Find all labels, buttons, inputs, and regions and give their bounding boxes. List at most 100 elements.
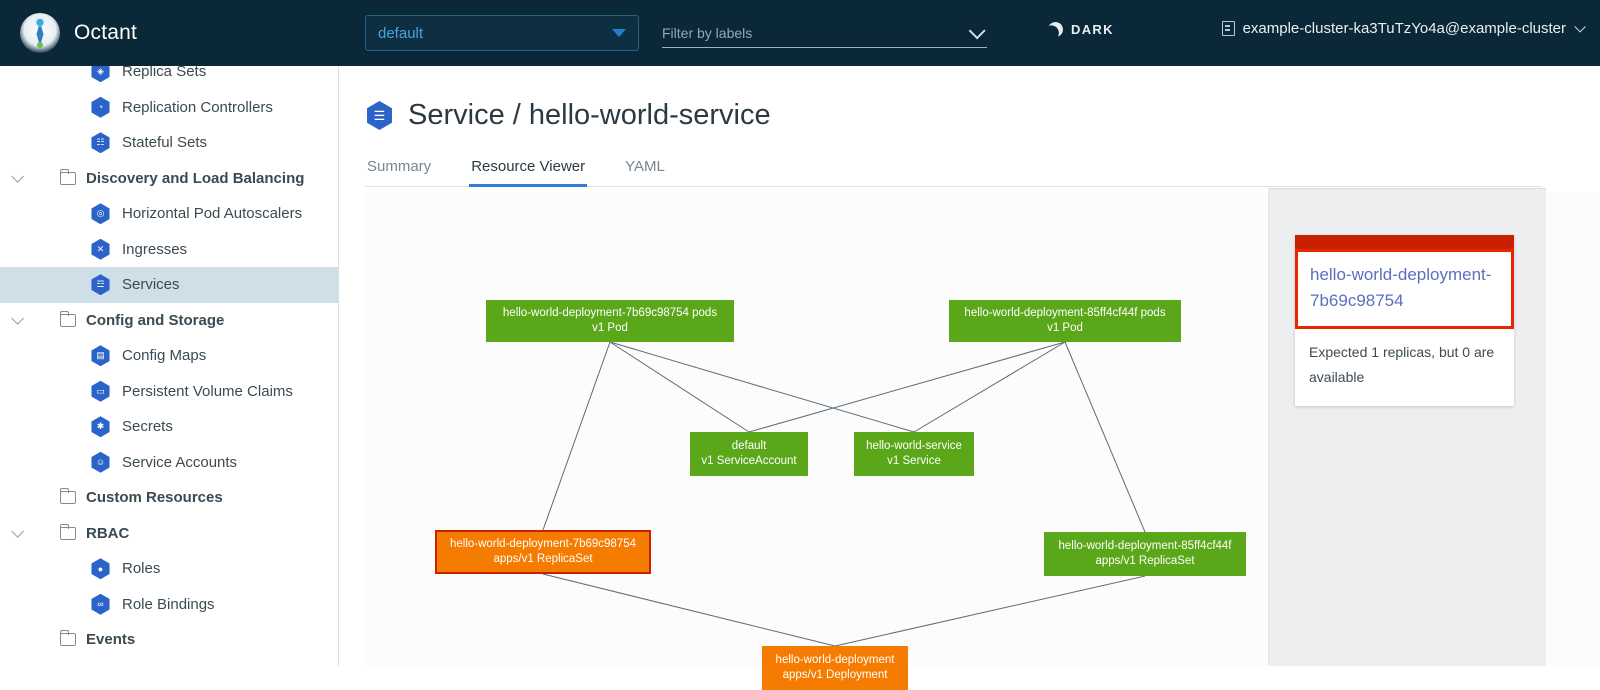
sidebar-item-stateful-sets[interactable]: ☷ Stateful Sets: [0, 125, 338, 161]
sidebar-item-label: RBAC: [86, 524, 130, 542]
graph-node-kind: v1 Pod: [1047, 322, 1083, 334]
sidebar-item-label: Stateful Sets: [122, 134, 208, 152]
folder-icon: [59, 310, 76, 327]
cluster-select[interactable]: example-cluster-ka3TuTzYo4a@example-clus…: [1221, 20, 1586, 37]
theme-toggle[interactable]: DARK: [1048, 22, 1114, 37]
graph-edge: [834, 575, 1146, 647]
sidebar-item-label: Events: [86, 631, 136, 649]
namespace-select[interactable]: default: [365, 15, 639, 51]
sidebar-item-label: Ingresses: [122, 240, 188, 258]
graph-node-kind: apps/v1 Deployment: [782, 669, 888, 681]
graph-node-pod-85ff[interactable]: hello-world-deployment-85ff4cf44f pods v1…: [949, 300, 1181, 342]
sidebar-item-ingresses[interactable]: ✕Ingresses: [0, 232, 338, 268]
k8s-replicaset-icon: ◈: [91, 66, 110, 83]
k8s-service-icon: ☲: [91, 274, 110, 296]
sidebar-item-replication-controllers[interactable]: ◔ Replication Controllers: [0, 90, 338, 126]
sidebar-item-roles[interactable]: ● Roles: [0, 551, 338, 587]
detail-resource-link[interactable]: hello-world-deployment-7b69c98754: [1310, 265, 1492, 310]
sidebar-item-label: Replication Controllers: [122, 98, 273, 116]
graph-edge: [542, 341, 611, 531]
namespace-value: default: [378, 24, 424, 42]
detail-side-panel: hello-world-deployment-7b69c98754 Expect…: [1268, 188, 1546, 666]
k8s-serviceaccount-icon: ☺: [91, 451, 110, 473]
sidebar-item-label: Service Accounts: [122, 453, 238, 471]
sidebar-item-label: Custom Resources: [86, 489, 223, 507]
sidebar-item-events[interactable]: Events: [0, 622, 338, 658]
graph-node-kind: apps/v1 ReplicaSet: [1095, 555, 1195, 567]
k8s-role-icon: ●: [91, 558, 110, 580]
graph-node-rs-7b69[interactable]: hello-world-deployment-7b69c98754 apps/v1…: [435, 530, 651, 574]
folder-icon: [59, 523, 76, 540]
k8s-service-icon: ☰: [367, 101, 392, 130]
chevron-down-icon: [1574, 20, 1586, 33]
brand[interactable]: Octant: [20, 13, 320, 53]
sidebar-item-custom-resources[interactable]: Custom Resources: [0, 480, 338, 516]
graph-node-name: default: [731, 440, 767, 452]
folder-icon: [59, 488, 76, 505]
sidebar-item-services[interactable]: ☲ Services: [0, 267, 338, 303]
sidebar-item-label: Replica Sets: [122, 66, 207, 81]
sidebar-item-role-bindings[interactable]: ∞ Role Bindings: [0, 587, 338, 623]
page-title-text: Service / hello-world-service: [408, 99, 771, 131]
graph-node-rs-85ff[interactable]: hello-world-deployment-85ff4cf44f apps/v1…: [1044, 532, 1246, 576]
chevron-down-icon[interactable]: [0, 169, 30, 183]
status-badge: [1295, 235, 1514, 249]
sidebar-item-label: Role Bindings: [122, 595, 215, 613]
label-filter-input[interactable]: Filter by labels: [662, 18, 987, 48]
cluster-icon: [1221, 21, 1235, 36]
theme-toggle-label: DARK: [1071, 22, 1114, 37]
graph-node-sa-default[interactable]: default v1 ServiceAccount: [690, 432, 808, 476]
sidebar-item-rbac[interactable]: RBAC: [0, 516, 338, 552]
octant-logo-icon: [20, 13, 60, 53]
graph-node-name: hello-world-deployment-7b69c98754 pods: [502, 307, 718, 319]
sidebar-item-label: Persistent Volume Claims: [122, 382, 293, 400]
graph-node-kind: apps/v1 ReplicaSet: [493, 553, 593, 565]
graph-edge: [609, 341, 915, 433]
graph-node-kind: v1 ServiceAccount: [701, 455, 797, 467]
sidebar-item-label: Discovery and Load Balancing: [86, 169, 305, 187]
graph-node-name: hello-world-deployment: [775, 654, 895, 666]
folder-icon: [59, 630, 76, 647]
sidebar-item-label: Config and Storage: [86, 311, 225, 329]
graph-node-deploy-hello[interactable]: hello-world-deployment apps/v1 Deployment: [762, 646, 908, 690]
chevron-down-icon[interactable]: [0, 311, 30, 325]
tab-bar[interactable]: Summary Resource Viewer YAML: [365, 154, 1542, 187]
sidebar-item-config-and-storage[interactable]: Config and Storage: [0, 303, 338, 339]
graph-edges: [542, 341, 1146, 647]
sidebar-item-config-maps[interactable]: ▤Config Maps: [0, 338, 338, 374]
graph-node-name: hello-world-deployment-7b69c98754: [449, 538, 637, 550]
chevron-down-icon[interactable]: [0, 524, 30, 538]
detail-card: hello-world-deployment-7b69c98754 Expect…: [1295, 235, 1514, 406]
tab-resource-viewer[interactable]: Resource Viewer: [469, 154, 588, 187]
tab-yaml[interactable]: YAML: [625, 158, 665, 175]
sidebar-item-label: Secrets: [122, 418, 173, 436]
sidebar-nav[interactable]: ◈ Replica Sets ◔ Replication Controllers ☷ St…: [0, 66, 339, 666]
folder-icon: [59, 168, 76, 185]
detail-message: Expected 1 replicas, but 0 are available: [1309, 344, 1495, 385]
graph-node-name: hello-world-deployment-85ff4cf44f pods: [964, 307, 1166, 319]
k8s-pvc-icon: ▭: [91, 380, 110, 402]
sidebar-item-secrets[interactable]: ✱Secrets: [0, 409, 338, 445]
sidebar-item-label: Roles: [122, 560, 161, 578]
graph-node-kind: v1 Service: [887, 455, 941, 467]
graph-edge: [609, 341, 750, 433]
sidebar-item-horizontal-pod-autoscalers[interactable]: ◎Horizontal Pod Autoscalers: [0, 196, 338, 232]
k8s-configmap-icon: ▤: [91, 345, 110, 367]
sidebar-item-persistent-volume-claims[interactable]: ▭ Persistent Volume Claims: [0, 374, 338, 410]
graph-node-name: hello-world-deployment-85ff4cf44f: [1058, 540, 1232, 552]
graph-edge: [1064, 341, 1146, 533]
k8s-rolebinding-icon: ∞: [91, 593, 110, 615]
k8s-replicationcontroller-icon: ◔: [91, 96, 110, 118]
k8s-statefulset-icon: ☷: [91, 132, 110, 154]
sidebar-item-discovery-and-load-balancing[interactable]: Discovery and Load Balancing: [0, 161, 338, 197]
app-header: Octant default Filter by labels DARK exa…: [0, 0, 1600, 66]
tab-summary[interactable]: Summary: [367, 158, 432, 175]
sidebar-item-label: Services: [122, 276, 180, 294]
detail-title-box: hello-world-deployment-7b69c98754: [1295, 249, 1514, 329]
k8s-hpa-icon: ◎: [91, 203, 110, 225]
sidebar-item-service-accounts[interactable]: ☺ Service Accounts: [0, 445, 338, 481]
graph-edge: [542, 573, 836, 647]
sidebar-item-replica-sets[interactable]: ◈ Replica Sets: [0, 66, 338, 90]
